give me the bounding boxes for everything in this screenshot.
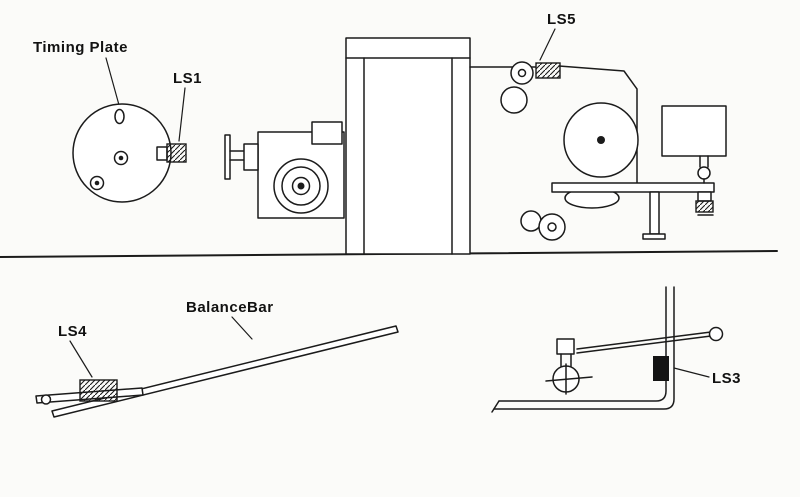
ls1-label: LS1 [173, 70, 202, 87]
ls1-switch [166, 143, 187, 163]
support-pivot [40, 394, 52, 405]
ls3-group: LS3 [491, 286, 741, 413]
ls1-leader [178, 87, 186, 142]
timing-plate-leader [105, 57, 120, 106]
arm-foot [642, 233, 666, 240]
rod-knob [708, 326, 724, 342]
main-wheel-hub [597, 136, 605, 144]
ls5-leader [539, 28, 556, 61]
guide-pipe-inner [498, 286, 667, 402]
float-lever [545, 376, 593, 382]
machine-frame-group [345, 37, 471, 255]
ls3-switch [653, 356, 669, 381]
idler-pulley [510, 61, 534, 85]
control-box [661, 105, 727, 157]
timing-plate-tab [156, 146, 168, 161]
ls4-label: LS4 [58, 323, 87, 340]
balance-bar [51, 325, 399, 418]
guide-roller [500, 86, 528, 114]
timing-plate-hole-pin [94, 180, 100, 186]
pinch-roller-hub [547, 222, 557, 232]
ls5-label: LS5 [547, 11, 576, 28]
ls5-switch [535, 62, 561, 79]
work-arm [551, 182, 715, 193]
pinch-roller-large [538, 213, 566, 241]
probe-block [697, 191, 712, 202]
ls4-leader [69, 340, 93, 378]
timing-plate-slot [114, 108, 125, 125]
arm-leg [649, 191, 660, 235]
gearbox-top-box [311, 121, 343, 145]
float-bracket [556, 338, 575, 355]
probe-pad [695, 200, 714, 213]
timing-plate-hub [113, 150, 129, 166]
timing-plate-hub-pin [118, 155, 124, 161]
balance-bar-leader [231, 316, 253, 340]
balance-bar-group: BalanceBar LS4 [35, 299, 399, 418]
gearbox-mount [243, 143, 259, 171]
ls4-switch [79, 379, 118, 402]
gearbox-group [243, 121, 345, 219]
probe-knob [697, 166, 711, 180]
balance-bar-label: BalanceBar [186, 299, 274, 316]
timing-plate-group: Timing Plate LS1 [33, 39, 202, 203]
gearbox-pulley-mid [281, 166, 321, 206]
ls3-label: LS3 [712, 370, 741, 387]
float-stem [560, 353, 572, 367]
gearbox-pulley-hub [297, 182, 305, 190]
probe-stem [699, 155, 709, 168]
pinch-roller-small [520, 210, 542, 232]
float-rod [576, 331, 712, 354]
handwheel [224, 134, 231, 180]
timing-plate-label: Timing Plate [33, 39, 128, 56]
pipe-end-cap [491, 400, 500, 413]
machine-body-group: LS5 [469, 11, 727, 241]
timing-plate-hole [89, 175, 105, 191]
idler-pulley-hub [517, 68, 527, 78]
gearbox-pulley-inner [291, 176, 311, 196]
guide-pipe-outer [493, 286, 675, 410]
ls3-leader [673, 367, 710, 378]
machine-frame [345, 37, 471, 255]
